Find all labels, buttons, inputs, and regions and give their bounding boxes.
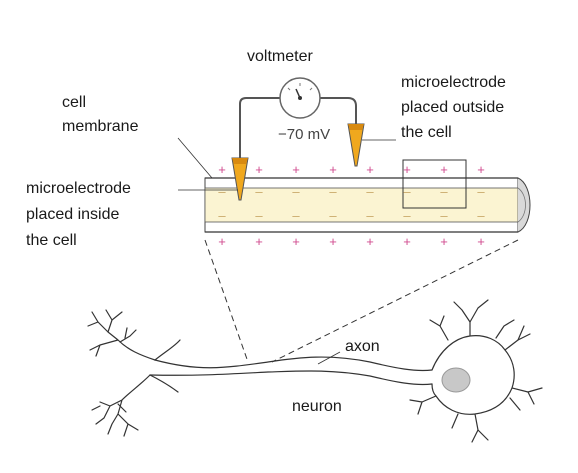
axon-segment — [204, 159, 531, 233]
zoom-box — [402, 159, 467, 209]
nucleus — [441, 367, 471, 393]
positive-charge-outside-top: + — [366, 162, 374, 177]
negative-charge-inside-top: – — [329, 184, 337, 199]
inside-electrode-label-line1: microelectrode — [26, 180, 131, 197]
negative-charge-inside-bottom: – — [329, 208, 337, 223]
negative-charge-inside-top: – — [292, 184, 300, 199]
wire-left — [239, 97, 280, 158]
positive-charge-outside-bottom: + — [440, 234, 448, 249]
negative-charge-inside-bottom: – — [292, 208, 300, 223]
cell-membrane-label-line2: membrane — [62, 118, 139, 135]
voltmeter-label: voltmeter — [247, 48, 313, 65]
negative-charge-inside-top: – — [218, 184, 226, 199]
negative-charge-inside-top: – — [255, 184, 263, 199]
positive-charge-outside-top: + — [329, 162, 337, 177]
negative-charge-inside-bottom: – — [403, 208, 411, 223]
negative-charge-inside-bottom: – — [255, 208, 263, 223]
electrode-outside — [347, 123, 365, 167]
positive-charge-outside-bottom: + — [403, 234, 411, 249]
leader-cell-membrane — [177, 137, 213, 179]
cell-membrane-label-line1: cell — [62, 94, 87, 111]
positive-charge-outside-bottom: + — [218, 234, 226, 249]
negative-charge-inside-top: – — [440, 184, 448, 199]
positive-charge-outside-bottom: + — [477, 234, 485, 249]
outside-electrode-label-line3: the cell — [401, 124, 452, 141]
positive-charge-outside-bottom: + — [292, 234, 300, 249]
axon-shape — [154, 356, 433, 372]
leader-axon — [317, 351, 341, 365]
negative-charge-inside-top: – — [366, 184, 374, 199]
negative-charge-inside-top: – — [477, 184, 485, 199]
negative-charge-inside-bottom: – — [218, 208, 226, 223]
wire-right — [320, 97, 357, 130]
axon-interior — [204, 187, 519, 223]
voltmeter-ticks — [287, 83, 313, 91]
cell-body — [421, 321, 529, 431]
negative-charge-inside-bottom: – — [477, 208, 485, 223]
axon-end-cap — [517, 177, 531, 233]
positive-charge-outside-top: + — [255, 162, 263, 177]
positive-charge-outside-top: + — [403, 162, 411, 177]
positive-charge-outside-bottom: + — [329, 234, 337, 249]
negative-charge-inside-bottom: – — [366, 208, 374, 223]
outside-electrode-label-line2: placed outside — [401, 99, 505, 116]
dendrites-left — [87, 309, 156, 361]
positive-charge-outside-bottom: + — [255, 234, 263, 249]
inside-electrode-label-line2: placed inside — [26, 206, 120, 223]
negative-charge-inside-top: – — [403, 184, 411, 199]
positive-charge-outside-bottom: + — [366, 234, 374, 249]
neuron-label: neuron — [292, 398, 342, 415]
outside-electrode-label-line1: microelectrode — [401, 74, 506, 91]
inside-electrode-label-line3: the cell — [26, 232, 77, 249]
positive-charge-outside-top: + — [218, 162, 226, 177]
zoom-line-right — [271, 239, 519, 363]
positive-charge-outside-top: + — [440, 162, 448, 177]
voltage-reading: −70 mV — [278, 126, 331, 143]
zoom-line-left — [204, 239, 249, 363]
negative-charge-inside-bottom: – — [440, 208, 448, 223]
neuron-drawing — [87, 299, 543, 443]
positive-charge-outside-top: + — [477, 162, 485, 177]
positive-charge-outside-top: + — [292, 162, 300, 177]
charge-symbols: + – – + + – – + + – – + + – – + + – – + + – – + + – – + + – – + — [218, 162, 485, 249]
axon-label: axon — [345, 338, 380, 355]
